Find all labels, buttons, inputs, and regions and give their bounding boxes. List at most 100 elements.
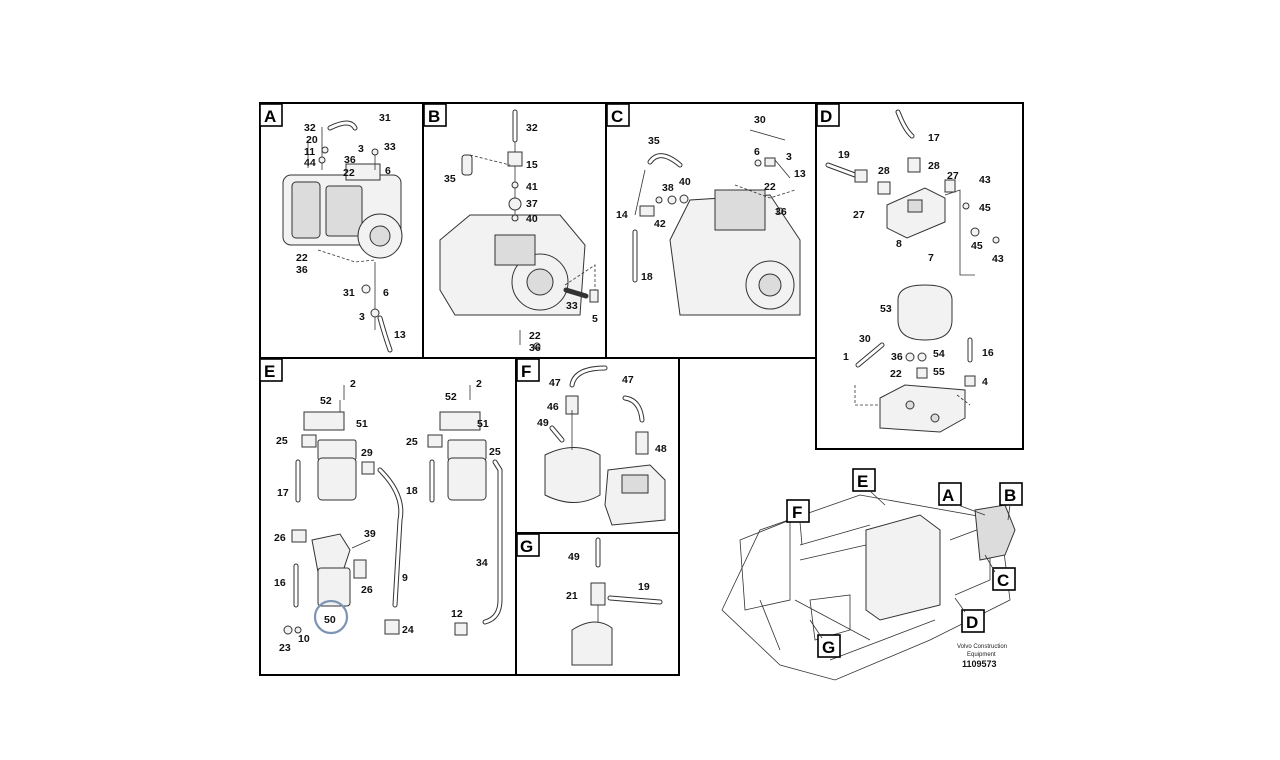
- part-number-label[interactable]: 20: [306, 134, 318, 146]
- part-number-label[interactable]: 22: [529, 330, 541, 342]
- part-number-label[interactable]: 23: [279, 642, 291, 654]
- part-number-label[interactable]: 3: [786, 151, 792, 163]
- part-number-label[interactable]: 27: [947, 170, 959, 182]
- part-number-label[interactable]: 18: [406, 485, 418, 497]
- part-number-label[interactable]: 33: [384, 141, 396, 153]
- part-number-label[interactable]: 35: [648, 135, 660, 147]
- part-number-label[interactable]: 11: [304, 146, 315, 158]
- part-number-label[interactable]: 7: [928, 252, 934, 264]
- part-number-label[interactable]: 1: [843, 351, 849, 363]
- part-number-label[interactable]: 24: [402, 624, 414, 636]
- part-number-label[interactable]: 36: [344, 154, 356, 166]
- part-number-label[interactable]: 49: [537, 417, 549, 429]
- part-number-label[interactable]: 46: [547, 401, 559, 413]
- part-number-label[interactable]: 22: [764, 181, 776, 193]
- part-number-label[interactable]: 2: [476, 378, 482, 390]
- section-tag-a[interactable]: A: [259, 103, 283, 127]
- part-number-label[interactable]: 25: [276, 435, 288, 447]
- part-number-label[interactable]: 3: [358, 143, 364, 155]
- part-number-label[interactable]: 52: [445, 391, 457, 403]
- part-number-label[interactable]: 41: [526, 181, 538, 193]
- part-number-label[interactable]: 16: [982, 347, 994, 359]
- part-number-label[interactable]: 13: [394, 329, 406, 341]
- part-number-label[interactable]: 26: [361, 584, 373, 596]
- part-number-label[interactable]: 44: [304, 157, 316, 169]
- part-number-label[interactable]: 22: [296, 252, 308, 264]
- section-tag-d[interactable]: D: [816, 103, 840, 127]
- part-number-label[interactable]: 42: [654, 218, 666, 230]
- section-tag-c[interactable]: C: [606, 103, 630, 127]
- part-number-label[interactable]: 43: [979, 174, 991, 186]
- part-number-label[interactable]: 22: [343, 167, 355, 179]
- part-number-label[interactable]: 37: [526, 198, 538, 210]
- part-number-label[interactable]: 26: [274, 532, 286, 544]
- part-number-label[interactable]: 38: [662, 182, 674, 194]
- part-number-label[interactable]: 32: [526, 122, 538, 134]
- section-tag-g[interactable]: G: [516, 533, 540, 557]
- part-number-label[interactable]: 17: [928, 132, 940, 144]
- part-number-label[interactable]: 33: [566, 300, 578, 312]
- part-number-label[interactable]: 16: [274, 577, 286, 589]
- part-number-label[interactable]: 47: [549, 377, 561, 389]
- part-number-label[interactable]: 15: [526, 159, 538, 171]
- part-number-label[interactable]: 29: [361, 447, 373, 459]
- part-number-label[interactable]: 30: [859, 333, 871, 345]
- part-number-label[interactable]: 6: [754, 146, 760, 158]
- section-tag-b[interactable]: B: [423, 103, 447, 127]
- panel-d-callouts: 17 19 28 28 27 43 45 27 8 45 7 43 53 30 …: [838, 132, 1004, 388]
- part-number-label[interactable]: 36: [891, 351, 903, 363]
- part-number-label[interactable]: 9: [402, 572, 408, 584]
- part-number-label[interactable]: 17: [277, 487, 289, 499]
- part-number-label[interactable]: 8: [896, 238, 902, 250]
- part-number-label[interactable]: 54: [933, 348, 945, 360]
- panel-d-frame: [815, 102, 1024, 450]
- part-number-label[interactable]: 48: [655, 443, 667, 455]
- part-number-label[interactable]: 52: [320, 395, 332, 407]
- part-number-label[interactable]: 6: [383, 287, 389, 299]
- part-number-label[interactable]: 35: [444, 173, 456, 185]
- part-number-label[interactable]: 40: [526, 213, 538, 225]
- part-number-label[interactable]: 13: [794, 168, 806, 180]
- part-number-label[interactable]: 39: [364, 528, 376, 540]
- part-number-label[interactable]: 2: [350, 378, 356, 390]
- part-number-label[interactable]: 4: [982, 376, 988, 388]
- part-number-label[interactable]: 32: [304, 122, 316, 134]
- part-number-label[interactable]: 53: [880, 303, 892, 315]
- part-number-label[interactable]: 27: [853, 209, 865, 221]
- part-number-label[interactable]: 34: [476, 557, 488, 569]
- part-number-label[interactable]: 5: [592, 313, 598, 325]
- section-tag-e[interactable]: E: [259, 358, 283, 382]
- part-number-label[interactable]: 21: [566, 590, 578, 602]
- part-number-label[interactable]: 19: [838, 149, 850, 161]
- part-number-label[interactable]: 51: [477, 418, 489, 430]
- part-number-label[interactable]: 49: [568, 551, 580, 563]
- part-number-label[interactable]: 45: [979, 202, 991, 214]
- part-number-label[interactable]: 3: [359, 311, 365, 323]
- part-number-label[interactable]: 22: [890, 368, 902, 380]
- part-number-label[interactable]: 14: [616, 209, 628, 221]
- part-number-label[interactable]: 25: [489, 446, 501, 458]
- part-number-label[interactable]: 18: [641, 271, 653, 283]
- part-number-label[interactable]: 28: [878, 165, 890, 177]
- part-number-label[interactable]: 28: [928, 160, 940, 172]
- section-tag-f[interactable]: F: [516, 358, 540, 382]
- part-number-label[interactable]: 12: [451, 608, 463, 620]
- part-number-label[interactable]: 30: [754, 114, 766, 126]
- part-number-label[interactable]: 40: [679, 176, 691, 188]
- part-number-label[interactable]: 36: [775, 206, 787, 218]
- part-number-label[interactable]: 50: [324, 614, 336, 626]
- part-number-label[interactable]: 51: [356, 418, 368, 430]
- part-number-label[interactable]: 10: [298, 633, 310, 645]
- part-number-label[interactable]: 43: [992, 253, 1004, 265]
- part-number-label[interactable]: 47: [622, 374, 634, 386]
- part-number-label[interactable]: 31: [379, 112, 391, 124]
- part-number-label[interactable]: 31: [343, 287, 355, 299]
- part-number-label[interactable]: 6: [385, 165, 391, 177]
- part-number-label[interactable]: 25: [406, 436, 418, 448]
- part-number-label[interactable]: 45: [971, 240, 983, 252]
- part-number-label[interactable]: 36: [529, 342, 541, 354]
- highlighted-part-circle[interactable]: [313, 599, 349, 635]
- part-number-label[interactable]: 55: [933, 366, 945, 378]
- part-number-label[interactable]: 36: [296, 264, 308, 276]
- part-number-label[interactable]: 19: [638, 581, 650, 593]
